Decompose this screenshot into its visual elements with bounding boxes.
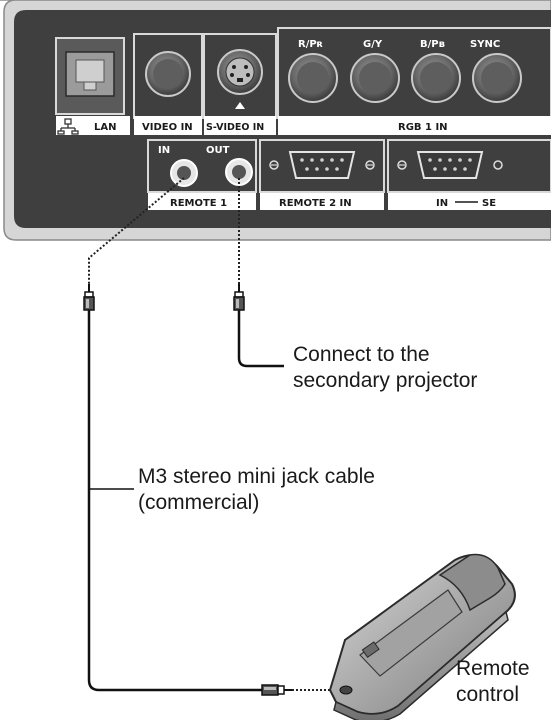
s-video-in-port[interactable]: S-VIDEO IN [203, 33, 277, 135]
network-icon [57, 118, 79, 135]
serial-in-label: IN [436, 198, 448, 209]
callout-line: Connect to the [293, 343, 430, 366]
rgb1-in-label: RGB 1 IN [398, 122, 448, 133]
video-in-label: VIDEO IN [142, 122, 193, 133]
video-in-port[interactable]: VIDEO IN [133, 33, 203, 135]
callout-line: (commercial) [138, 491, 260, 514]
cable-callout: M3 stereo mini jack cable (commercial) [138, 464, 375, 516]
callout-line: control [456, 683, 520, 706]
rgb1-in-ports[interactable]: R/Pʀ G/Y B/Pʙ SYNC RGB 1 IN [277, 27, 551, 135]
remote2-in-label: REMOTE 2 IN [279, 198, 352, 209]
b-pb-label: B/Pʙ [420, 39, 445, 50]
sync-label: SYNC [470, 39, 500, 50]
lan-label: LAN [94, 122, 116, 133]
callout-line: M3 stereo mini jack cable [138, 465, 375, 488]
remote-control-device [328, 553, 516, 723]
remote-control-callout: Remote control [456, 656, 530, 708]
callout-line: secondary projector [293, 369, 478, 392]
g-y-label: G/Y [363, 39, 383, 50]
remote1-ports[interactable]: IN OUT REMOTE 1 [147, 139, 257, 210]
remote1-out-tag: OUT [206, 145, 230, 156]
remote1-in-tag: IN [158, 145, 170, 156]
lan-port[interactable]: LAN [55, 37, 130, 135]
s-video-in-label: S-VIDEO IN [206, 122, 264, 133]
callout-line: Remote [456, 657, 530, 680]
secondary-projector-callout: Connect to the secondary projector [293, 342, 477, 394]
serial-label-cut: SE [482, 198, 496, 209]
mini-plug-top-left [83, 284, 95, 311]
remote2-in-port[interactable]: REMOTE 2 IN [259, 139, 385, 210]
secondary-projector-cable [233, 178, 284, 368]
remote-cable [83, 177, 340, 696]
triangle-marker-icon [235, 102, 245, 109]
r-pr-label: R/Pʀ [298, 39, 323, 50]
remote1-label: REMOTE 1 [170, 198, 227, 209]
serial-in-port[interactable]: IN SE [387, 139, 551, 210]
mini-plug-bottom [261, 684, 292, 696]
